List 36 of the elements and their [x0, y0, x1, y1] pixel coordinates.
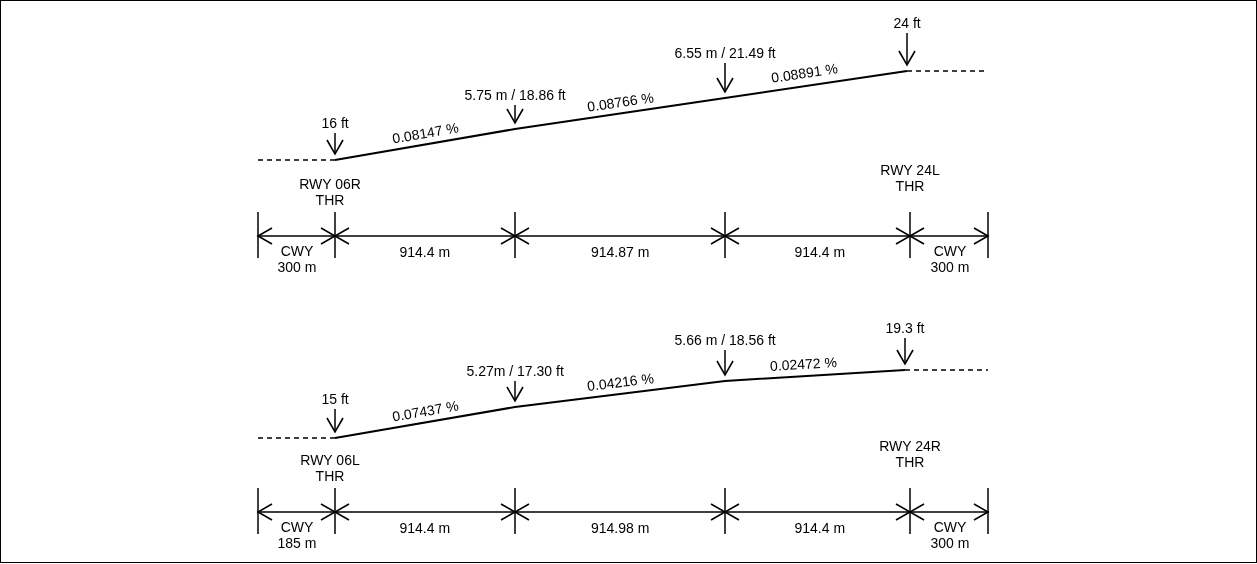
- distance-label: 914.87 m: [591, 244, 650, 260]
- leader-arrow: [898, 32, 916, 66]
- slope-percentage: 0.08766 %: [585, 88, 655, 115]
- elevation-label: 5.27m / 17.30 ft: [466, 363, 564, 379]
- distance-label: 914.4 m: [399, 244, 451, 260]
- slope-percentage: 0.08147 %: [390, 118, 460, 147]
- elevation-label: 24 ft: [893, 15, 921, 31]
- slope-percentage: 0.02472 %: [769, 353, 837, 374]
- distance-label: 914.4 m: [794, 520, 846, 536]
- distance-label: 914.98 m: [591, 520, 650, 536]
- slope-percentage: 0.04216 %: [585, 369, 655, 395]
- elevation-label: 6.55 m / 21.49 ft: [674, 45, 776, 61]
- threshold-label: RWY 24L THR: [879, 162, 941, 194]
- elevation-label: 16 ft: [321, 115, 349, 131]
- leader-arrow: [326, 132, 344, 155]
- leader-arrow: [896, 337, 914, 365]
- threshold-label: RWY 24R THR: [878, 438, 942, 470]
- clearway-label: CWY 300 m: [929, 519, 971, 551]
- threshold-label: RWY 06R THR: [298, 176, 362, 208]
- elevation-label: 5.66 m / 18.56 ft: [674, 332, 776, 348]
- slope-percentage: 0.08891 %: [769, 59, 839, 86]
- slope-percentage: 0.07437 %: [390, 396, 460, 425]
- elevation-label: 15 ft: [321, 391, 349, 407]
- leader-arrow: [506, 380, 524, 402]
- leader-arrow: [506, 104, 524, 124]
- leader-arrow: [716, 349, 734, 376]
- leader-arrow: [716, 62, 734, 93]
- elevation-label: 5.75 m / 18.86 ft: [464, 87, 566, 103]
- elevation-label: 19.3 ft: [885, 320, 925, 336]
- clearway-label: CWY 300 m: [929, 243, 971, 275]
- distance-label: 914.4 m: [399, 520, 451, 536]
- distance-label: 914.4 m: [794, 244, 846, 260]
- threshold-label: RWY 06L THR: [299, 452, 361, 484]
- leader-arrow: [326, 408, 344, 433]
- clearway-label: CWY 185 m: [276, 519, 318, 551]
- clearway-label: CWY 300 m: [276, 243, 318, 275]
